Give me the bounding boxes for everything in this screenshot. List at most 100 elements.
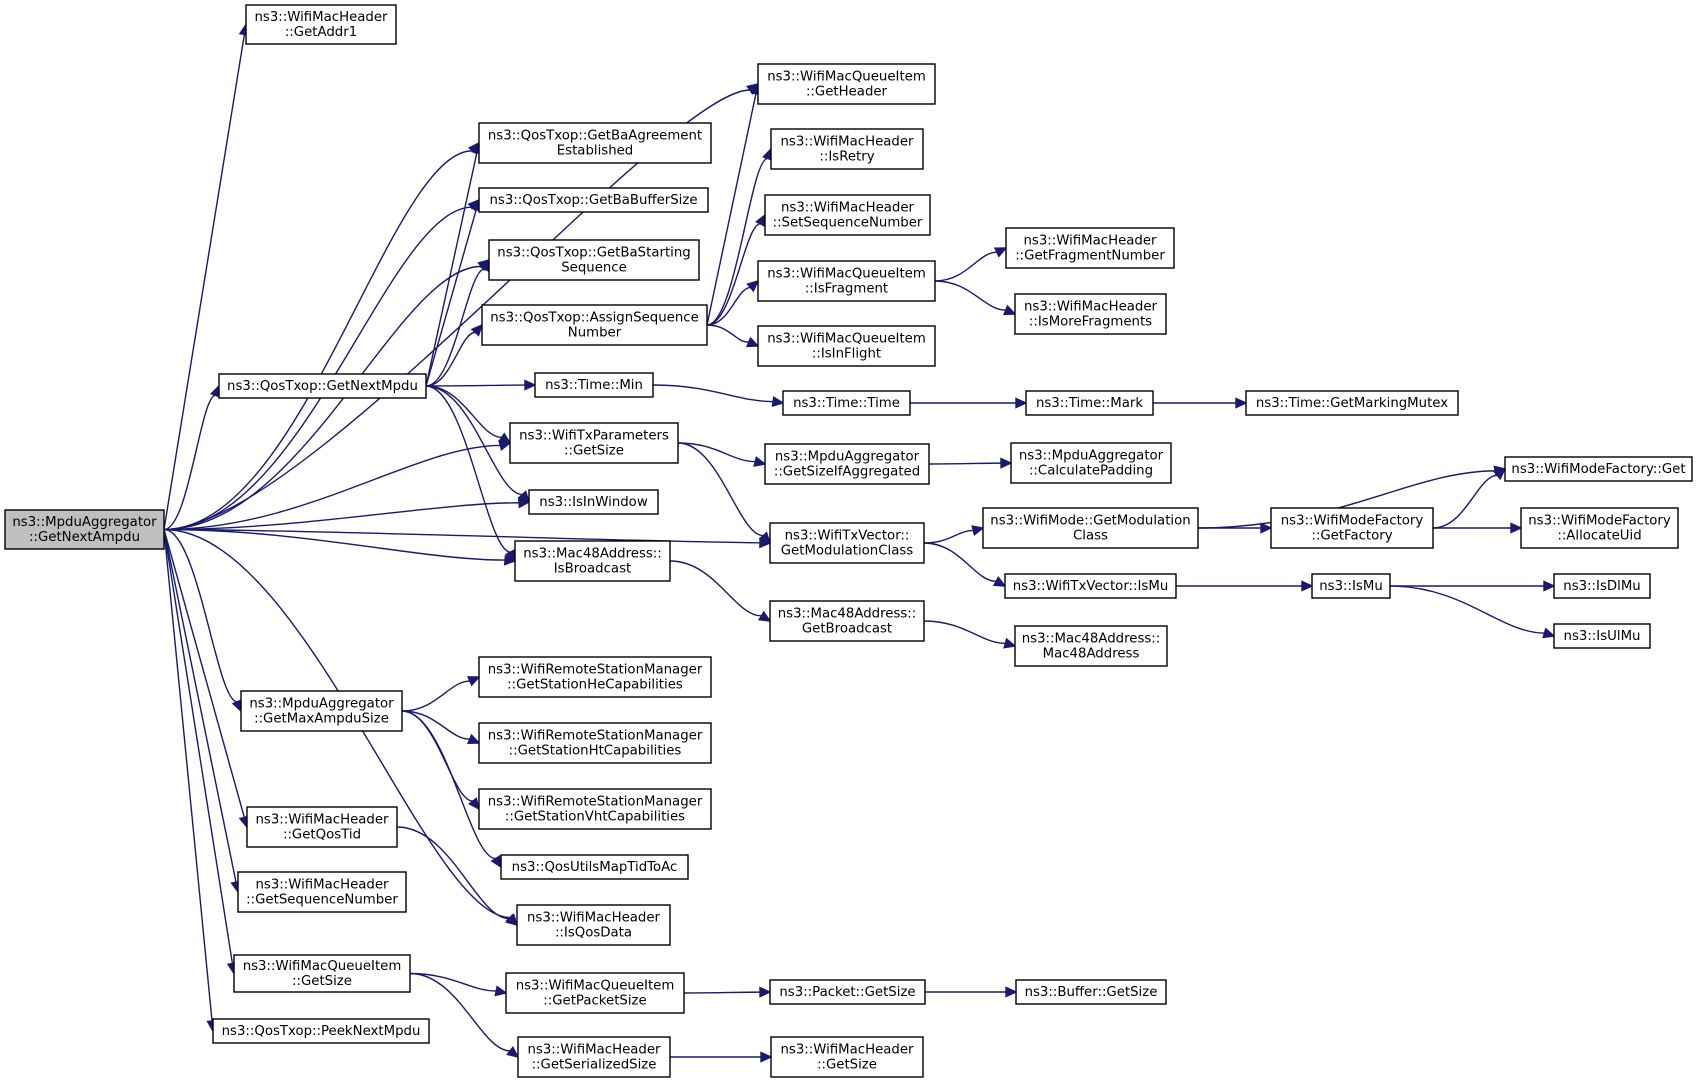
- edge-getnextmpdu-to-getbaagreement: [425, 152, 478, 387]
- edge-getnextmpdu-to-assignseq: [425, 331, 476, 387]
- edge-getmodclass-to-mode_getmodclass: [923, 529, 974, 544]
- node-label-line: ns3::Mac48Address::: [1022, 632, 1161, 647]
- node-label-line: ns3::WifiModeFactory: [1528, 514, 1671, 529]
- edge-arrowhead: [494, 985, 508, 997]
- node-isbroadcast[interactable]: ns3::Mac48Address::IsBroadcast: [514, 540, 671, 582]
- edge-getpacketsize-to-packet_getsize: [683, 991, 761, 994]
- node-getaddr1[interactable]: ns3::WifiMacHeader::GetAddr1: [245, 4, 397, 45]
- node-isretry[interactable]: ns3::WifiMacHeader::IsRetry: [770, 128, 924, 170]
- node-box: [240, 690, 403, 732]
- node-label-line: GetBroadcast: [802, 622, 892, 637]
- node-getpacketsize[interactable]: ns3::WifiMacQueueItem::GetPacketSize: [505, 972, 685, 1014]
- edge-getbroadcast-to-mac48address: [923, 620, 1006, 645]
- node-txvector_ismu[interactable]: ns3::WifiTxVector::IsMu: [1004, 573, 1177, 599]
- node-label-line: ns3::WifiModeFactory::Get: [1511, 462, 1685, 477]
- edge-arrowhead: [1003, 637, 1017, 649]
- edge-arrowhead: [753, 456, 767, 467]
- node-txparams_getsize[interactable]: ns3::WifiTxParameters::GetSize: [509, 422, 679, 464]
- edge-assignseq-to-isfragment: [706, 286, 751, 326]
- node-box: [1004, 573, 1177, 599]
- node-timemark[interactable]: ns3::Time::Mark: [1025, 390, 1154, 416]
- node-getbabuffersize[interactable]: ns3::QosTxop::GetBaBufferSize: [478, 187, 709, 213]
- edge-arrowhead: [745, 336, 760, 348]
- edge-root-to-txparams_getsize: [163, 444, 501, 531]
- edge-arrowhead: [992, 576, 1007, 587]
- node-calcpadding[interactable]: ns3::MpduAggregator::CalculatePadding: [1010, 442, 1172, 484]
- node-label-line: ::GetStationHtCapabilities: [509, 744, 682, 759]
- edge-isbroadcast-to-getbroadcast: [669, 560, 762, 617]
- edge-getmaxampdu-to-maptidtoac: [401, 710, 496, 860]
- node-box: [1311, 573, 1391, 599]
- edge-getnextmpdu-to-getbastarting: [425, 268, 485, 387]
- edge-timemin-to-timetime: [652, 384, 774, 403]
- node-box: [478, 788, 712, 830]
- node-modefactory_get[interactable]: ns3::WifiModeFactory::Get: [1504, 456, 1693, 482]
- node-label-line: ns3::QosTxop::GetBaAgreement: [488, 129, 702, 144]
- node-hdr_getsize[interactable]: ns3::WifiMacHeader::GetSize: [770, 1036, 924, 1078]
- node-getnextmpdu[interactable]: ns3::QosTxop::GetNextMpdu: [218, 373, 427, 399]
- node-isqosdata[interactable]: ns3::WifiMacHeader::IsQosData: [516, 904, 671, 946]
- node-box: [516, 904, 671, 946]
- node-mode_getmodclass[interactable]: ns3::WifiMode::GetModulationClass: [982, 507, 1199, 549]
- node-label-line: ::IsQosData: [555, 926, 632, 941]
- node-isdlmu[interactable]: ns3::IsDlMu: [1553, 573, 1651, 599]
- node-box: [245, 4, 397, 45]
- node-qi_getheader[interactable]: ns3::WifiMacQueueItem::GetHeader: [757, 63, 936, 105]
- node-label-line: ::GetFragmentNumber: [1015, 249, 1165, 264]
- node-allocateuid[interactable]: ns3::WifiModeFactory::AllocateUid: [1520, 507, 1679, 549]
- node-label-line: ::GetSize: [564, 444, 624, 459]
- node-ismorefrag[interactable]: ns3::WifiMacHeader::IsMoreFragments: [1014, 293, 1167, 335]
- node-label-line: ::AllocateUid: [1557, 529, 1641, 544]
- node-label-line: ::IsMoreFragments: [1029, 315, 1152, 330]
- edge-getfactory-to-modefactory_get: [1432, 474, 1498, 529]
- node-buffer_getsize[interactable]: ns3::Buffer::GetSize: [1015, 979, 1167, 1005]
- node-mac48address[interactable]: ns3::Mac48Address::Mac48Address: [1014, 625, 1168, 667]
- node-label-line: ns3::Time::GetMarkingMutex: [1256, 396, 1448, 411]
- nodes-layer: ns3::MpduAggregator::GetNextAmpduns3::Wi…: [4, 4, 1693, 1078]
- edge-arrowhead: [466, 733, 481, 745]
- node-getmaxampdu[interactable]: ns3::MpduAggregator::GetMaxAmpduSize: [240, 690, 403, 732]
- node-isfragment[interactable]: ns3::WifiMacQueueItem::IsFragment: [757, 260, 936, 302]
- node-getqostid[interactable]: ns3::WifiMacHeader::GetQosTid: [246, 806, 398, 848]
- node-timemin[interactable]: ns3::Time::Min: [534, 372, 654, 398]
- node-label-line: ::GetSize: [817, 1058, 877, 1073]
- edge-root-to-getqostid: [163, 529, 245, 818]
- node-vhtcap[interactable]: ns3::WifiRemoteStationManager::GetStatio…: [478, 788, 712, 830]
- edge-assignseq-to-isinflight: [706, 324, 749, 343]
- node-peeknextmpdu[interactable]: ns3::QosTxop::PeekNextMpdu: [212, 1018, 430, 1044]
- node-htcap[interactable]: ns3::WifiRemoteStationManager::GetStatio…: [478, 722, 712, 764]
- node-getseqnum[interactable]: ns3::WifiMacHeader::GetSequenceNumber: [237, 871, 407, 913]
- node-ismu[interactable]: ns3::IsMu: [1311, 573, 1391, 599]
- node-label-line: ::GetStationHeCapabilities: [507, 678, 683, 693]
- node-hecap[interactable]: ns3::WifiRemoteStationManager::GetStatio…: [478, 656, 712, 698]
- node-isinwindow[interactable]: ns3::IsInWindow: [528, 489, 659, 515]
- node-isinflight[interactable]: ns3::WifiMacQueueItem::IsInFlight: [757, 325, 936, 367]
- node-getsizeifagg[interactable]: ns3::MpduAggregator::GetSizeIfAggregated: [764, 443, 930, 485]
- node-label-line: ns3::Buffer::GetSize: [1025, 985, 1158, 1000]
- node-root[interactable]: ns3::MpduAggregator::GetNextAmpdu: [4, 509, 165, 550]
- node-timetime[interactable]: ns3::Time::Time: [782, 390, 911, 416]
- node-setseqnum[interactable]: ns3::WifiMacHeader::SetSequenceNumber: [764, 194, 931, 236]
- edge-qi_getsize-to-getserialized: [409, 972, 511, 1052]
- node-isulmu[interactable]: ns3::IsUlMu: [1553, 623, 1651, 649]
- node-label-line: ::IsInFlight: [812, 347, 881, 362]
- node-box: [1553, 623, 1651, 649]
- node-getserialized[interactable]: ns3::WifiMacHeader::GetSerializedSize: [517, 1036, 671, 1078]
- node-maptidtoac[interactable]: ns3::QosUtilsMapTidToAc: [500, 854, 689, 880]
- edge-arrowhead: [466, 676, 481, 687]
- node-getfragnum[interactable]: ns3::WifiMacHeader::GetFragmentNumber: [1005, 227, 1175, 269]
- node-packet_getsize[interactable]: ns3::Packet::GetSize: [769, 979, 926, 1005]
- node-label-line: ns3::WifiTxParameters: [519, 429, 669, 444]
- node-label-line: ns3::WifiMacQueueItem: [243, 959, 402, 974]
- edge-getqostid-to-isqosdata: [396, 826, 510, 920]
- edge-getmaxampdu-to-hecap: [401, 680, 470, 712]
- node-getfactory[interactable]: ns3::WifiModeFactory::GetFactory: [1270, 507, 1434, 549]
- node-getbroadcast[interactable]: ns3::Mac48Address::GetBroadcast: [769, 600, 925, 642]
- node-markingmutex[interactable]: ns3::Time::GetMarkingMutex: [1245, 390, 1459, 416]
- node-getmodclass[interactable]: ns3::WifiTxVector::GetModulationClass: [769, 522, 925, 564]
- node-label-line: ns3::MpduAggregator: [775, 450, 920, 465]
- node-qi_getsize[interactable]: ns3::WifiMacQueueItem::GetSize: [233, 954, 411, 993]
